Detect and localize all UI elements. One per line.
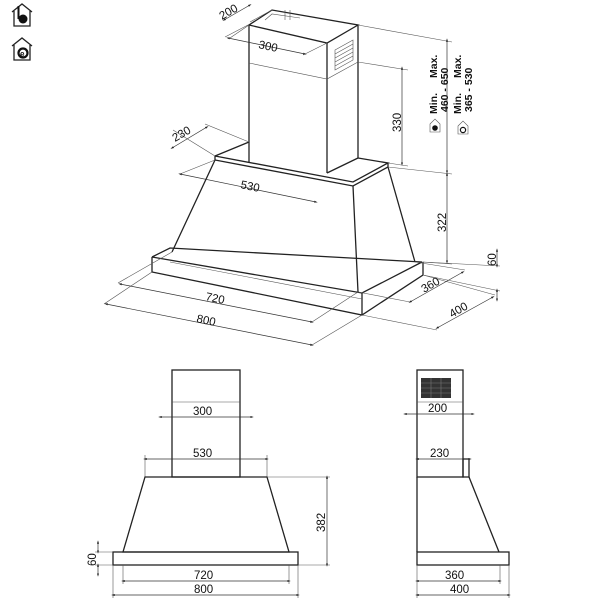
front-hood-top-width-label: 530 [193,448,212,460]
iso-total-width-label: 800 [195,313,216,329]
house-recirculation-icon: e [11,37,33,61]
extraction-height-range: Min. Max. 460 - 650 [428,55,451,133]
svg-text:365 - 530: 365 - 530 [463,67,475,112]
iso-chimney-depth-label: 200 [218,3,241,23]
side-hood-top-depth-label: 230 [430,448,449,460]
isometric-view: 200 300 330 322 Min. Max. 460 - 650 Min.… [103,3,501,346]
vent-grille [334,39,354,71]
front-base-height-label: 60 [87,553,99,566]
vent-grille [421,378,451,398]
iso-base-height-label: 60 [487,253,499,266]
side-inner-depth-label: 360 [445,570,464,582]
front-inner-width-label: 720 [194,570,213,582]
iso-total-depth-label: 400 [448,301,471,321]
iso-chimney [247,9,360,174]
house-recirculation-icon [457,120,469,135]
front-total-width-label: 800 [194,584,213,596]
front-hood-height-label: 382 [316,513,328,532]
iso-inner-width-label: 720 [204,291,225,307]
house-extraction-icon [429,118,441,133]
front-view: 300 530 720 800 382 60 [87,369,330,598]
iso-hood-top-width-label: 530 [239,179,260,195]
iso-inner-depth-label: 360 [420,276,443,296]
svg-text:Min.: Min. [452,93,464,114]
iso-hood-height-label: 322 [437,213,449,232]
svg-text:Min.: Min. [428,93,440,114]
side-view: 200 230 360 400 [403,369,511,598]
house-extraction-icon [11,3,33,27]
iso-chimney-width-label: 300 [257,39,278,55]
iso-chimney-height-label: 330 [392,113,404,132]
side-chimney-depth-label: 200 [428,403,447,415]
svg-text:Max.: Max. [428,55,440,78]
svg-text:460 - 650: 460 - 650 [439,67,451,112]
front-chimney-width-label: 300 [193,406,212,418]
svg-text:e: e [20,50,25,59]
svg-text:Max.: Max. [452,55,464,78]
recirculation-height-range: Min. Max. 365 - 530 [452,55,475,135]
side-total-depth-label: 400 [450,584,469,596]
iso-hood-top-depth-label: 230 [171,125,194,145]
